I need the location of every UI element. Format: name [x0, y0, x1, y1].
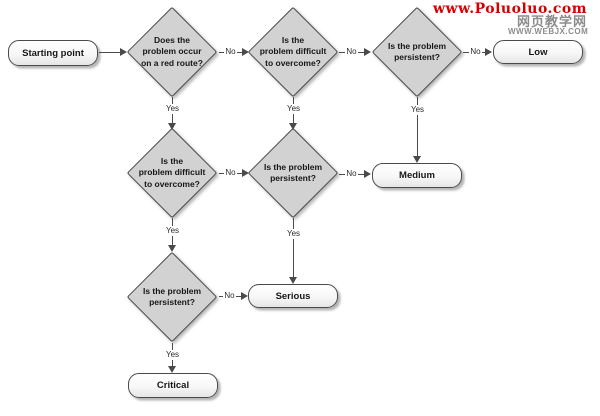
node-result-serious-label: Serious — [275, 290, 311, 302]
edge-persistentmid-yes-label: Yes — [285, 229, 302, 239]
node-result-medium: Medium — [372, 163, 462, 188]
node-starting-point: Starting point — [8, 40, 98, 66]
edge-difficulttop-no-arrowhead-icon — [364, 48, 371, 56]
watermark-chinese: 网页教学网 — [517, 14, 588, 29]
node-result-medium-label: Medium — [399, 170, 435, 181]
edge-persistentmid-no-arrowhead-icon — [364, 170, 371, 178]
node-decision-red-route: Does the problem occur on a red route? — [126, 6, 218, 98]
edge-persistenttop-yes-label: Yes — [409, 105, 426, 115]
node-decision-difficult-top-label: Is the problem difficult to overcome? — [259, 35, 327, 68]
node-result-serious: Serious — [248, 284, 338, 308]
edge-redroute-no-label: No — [224, 47, 237, 57]
node-decision-persistent-top: Is the problem persistent? — [371, 6, 463, 98]
edge-persistenttop-no-label: No — [469, 47, 482, 57]
node-starting-point-label: Starting point — [22, 47, 84, 59]
node-result-low: Low — [493, 40, 583, 64]
edge-difficulttop-yes-label: Yes — [285, 104, 302, 114]
edge-difficultmid-yes-arrowhead-icon — [168, 245, 176, 252]
node-result-critical-label: Critical — [156, 380, 190, 391]
edge-persistentmid-yes-line — [293, 218, 294, 278]
edge-persistenttop-yes-line — [417, 97, 418, 157]
edge-redroute-yes-arrowhead-icon — [168, 123, 176, 130]
edge-persistentbottom-no-label: No — [223, 291, 236, 301]
edge-persistentbottom-yes-arrowhead-icon — [168, 366, 176, 373]
edge-difficulttop-no-label: No — [345, 47, 358, 57]
node-decision-persistent-mid-label: Is the problem persistent? — [263, 161, 323, 183]
edge-difficultmid-no-arrowhead-icon — [242, 169, 249, 177]
watermark-poluoluo: www.Poluoluo.com — [433, 1, 588, 17]
edge-persistentbottom-yes-label: Yes — [164, 350, 181, 360]
node-decision-red-route-label: Does the problem occur on a red route? — [141, 35, 203, 68]
edge-difficulttop-yes-arrowhead-icon — [289, 123, 297, 130]
node-decision-persistent-bottom: Is the problem persistent? — [126, 251, 218, 343]
node-decision-persistent-mid: Is the problem persistent? — [247, 127, 339, 219]
edge-persistenttop-yes-arrowhead-icon — [413, 156, 421, 163]
node-decision-persistent-bottom-label: Is the problem persistent? — [142, 285, 202, 307]
watermark-webjx: WWW.WEBJX.COM — [508, 27, 589, 36]
edge-start-arrowhead-icon — [120, 48, 127, 56]
node-result-critical: Critical — [128, 373, 218, 398]
edge-redroute-no-arrowhead-icon — [242, 48, 249, 56]
node-decision-difficult-top: Is the problem difficult to overcome? — [247, 6, 339, 98]
edge-start-line — [99, 52, 120, 53]
edge-difficultmid-yes-label: Yes — [164, 226, 181, 236]
edge-persistentbottom-no-arrowhead-icon — [241, 292, 248, 300]
node-result-low-label: Low — [528, 46, 548, 58]
node-decision-persistent-top-label: Is the problem persistent? — [387, 40, 447, 62]
edge-persistentmid-no-label: No — [345, 169, 358, 179]
edge-persistenttop-no-arrowhead-icon — [485, 48, 492, 56]
node-decision-difficult-mid-label: Is the problem difficult to overcome? — [138, 156, 206, 189]
edge-persistentmid-yes-arrowhead-icon — [289, 277, 297, 284]
edge-difficultmid-no-label: No — [224, 168, 237, 178]
node-decision-difficult-mid: Is the problem difficult to overcome? — [126, 127, 218, 219]
edge-redroute-yes-label: Yes — [164, 104, 181, 114]
